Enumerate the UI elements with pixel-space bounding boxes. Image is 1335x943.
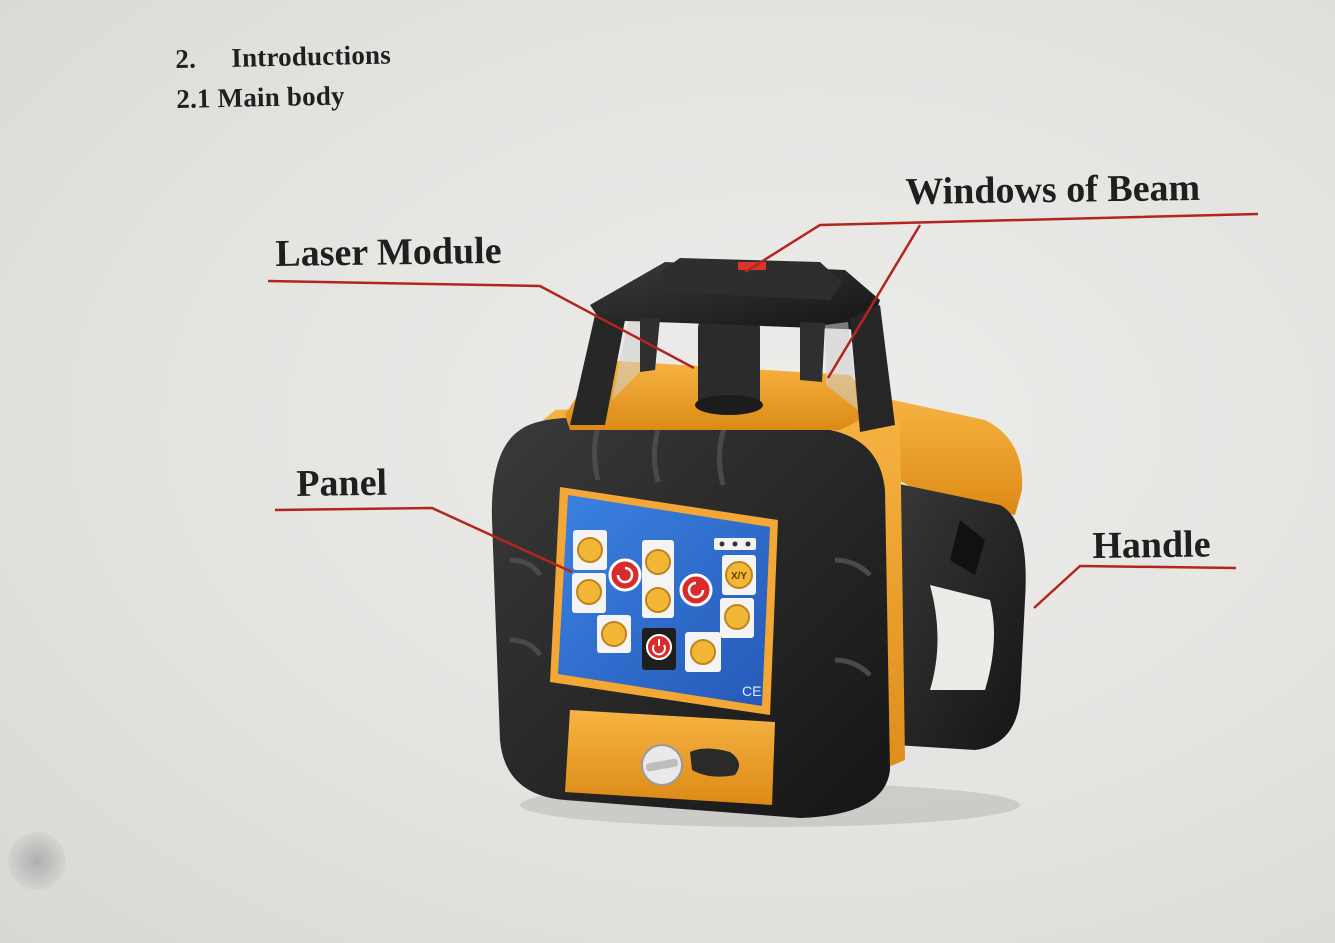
panel-button-yellow[interactable] <box>724 604 750 630</box>
cage-pillar <box>850 305 895 432</box>
rotate-left-icon <box>616 566 634 584</box>
bumper-rib <box>717 424 728 486</box>
glass-window <box>612 322 640 400</box>
laser-rotor-base <box>695 395 763 415</box>
rotate-right-icon <box>687 581 705 599</box>
cage-pillar <box>570 315 625 425</box>
ce-mark: CE <box>742 683 761 699</box>
rotate-right-button[interactable] <box>679 573 713 607</box>
indicator-led <box>745 541 751 547</box>
windows-of-beam-leader-2 <box>826 224 922 379</box>
callout-laser-module: Laser Module <box>275 229 502 275</box>
panel-button-yellow[interactable] <box>645 587 671 613</box>
battery-knob-slot <box>646 758 678 772</box>
handle-ridge <box>950 520 985 575</box>
laser-module-leader <box>267 279 695 370</box>
panel-button-yellow[interactable] <box>690 639 716 665</box>
battery-socket <box>690 748 739 777</box>
handle-assembly <box>870 395 1026 750</box>
xy-button[interactable] <box>725 561 753 589</box>
panel-button-yellow[interactable] <box>576 579 602 605</box>
bumper-rib <box>509 637 543 657</box>
callout-handle: Handle <box>1092 523 1211 567</box>
panel-button-yellow[interactable] <box>601 621 627 647</box>
windows-of-beam-leader <box>744 212 1259 274</box>
laser-head <box>565 258 895 432</box>
power-icon <box>652 644 666 656</box>
bumper-rib <box>834 557 872 577</box>
bumper-rib <box>509 557 543 577</box>
handle-orange-top <box>870 395 1023 515</box>
indicator-led <box>719 541 725 547</box>
cage-pillar <box>800 322 825 382</box>
laser-rotor <box>698 318 760 410</box>
xy-button-label: X/Y <box>731 571 747 582</box>
rotate-left-button[interactable] <box>608 558 642 592</box>
power-button[interactable] <box>646 634 672 660</box>
bumper-rib <box>834 657 872 677</box>
callout-lines <box>267 212 1259 609</box>
callout-panel: Panel <box>296 461 388 505</box>
beam-window <box>738 262 766 270</box>
indicator-led <box>732 541 738 547</box>
control-panel: X/Y CE <box>550 487 778 715</box>
page-shadow <box>8 832 66 890</box>
cage-top-cap <box>660 258 842 300</box>
panel-button-yellow[interactable] <box>577 537 603 563</box>
panel-leader <box>274 506 573 574</box>
callout-windows-of-beam: Windows of Beam <box>905 166 1201 213</box>
panel-button-yellow[interactable] <box>645 549 671 575</box>
handle-opening <box>930 585 994 690</box>
handle-leader <box>1033 564 1237 609</box>
